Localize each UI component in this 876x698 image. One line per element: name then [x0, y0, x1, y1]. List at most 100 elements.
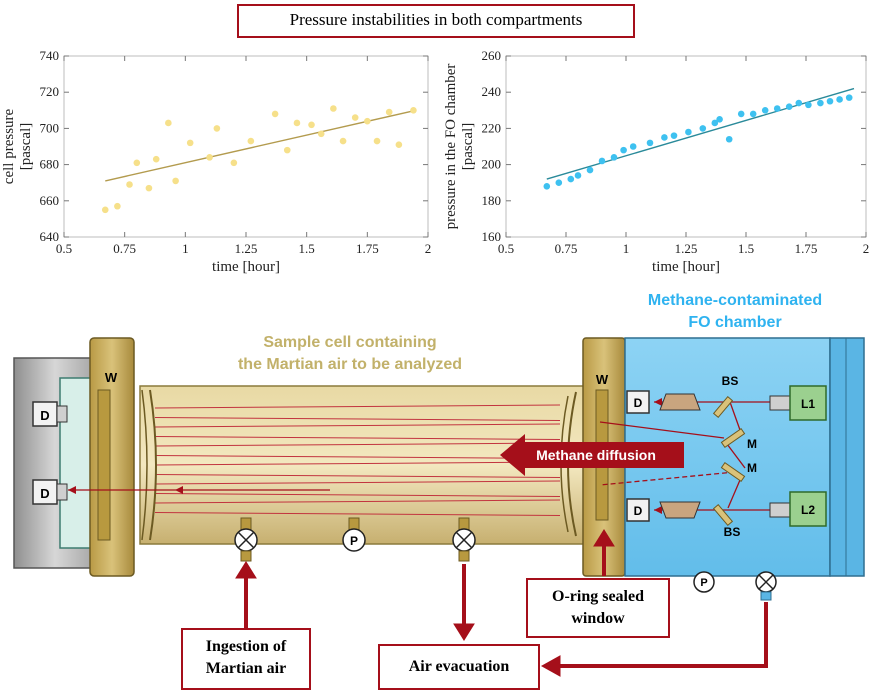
- data-point: [761, 107, 769, 114]
- y-axis-label-line1: pressure in the FO chamber: [443, 64, 459, 230]
- data-point: [271, 110, 279, 118]
- y-tick-label: 260: [482, 48, 502, 63]
- y-axis-label-line2: [pascal]: [18, 123, 34, 170]
- mirror-bottom-label: M: [747, 461, 757, 475]
- x-tick-label: 1.75: [795, 241, 818, 256]
- beam-pass: [154, 436, 561, 440]
- x-tick-label: 1: [182, 241, 189, 256]
- beamsplitter-bottom: [712, 503, 734, 527]
- fo-detector-bottom: D: [626, 498, 650, 522]
- y-tick-label: 220: [482, 120, 502, 135]
- x-axis-label: time [hour]: [212, 259, 280, 275]
- evacuation-valve: [452, 517, 476, 562]
- x-tick-label: 0.75: [555, 241, 578, 256]
- x-tick-label: 1.5: [299, 241, 315, 256]
- data-point: [685, 128, 692, 136]
- ingestion-label: Ingestion of Martian air: [181, 628, 311, 690]
- plot-frame: [63, 55, 429, 238]
- figure-title: Pressure instabilities in both compartme…: [237, 4, 635, 38]
- fo-chamber-end-cap: [829, 337, 865, 577]
- data-point: [385, 108, 393, 116]
- data-point: [339, 137, 347, 145]
- x-tick-label: 1.25: [235, 241, 258, 256]
- sample-cell-title-line2: the Martian air to be analyzed: [237, 356, 463, 373]
- right-window-label: W: [596, 372, 609, 387]
- left-window-label: W: [105, 370, 118, 385]
- data-point: [817, 99, 824, 107]
- data-point: [172, 177, 179, 185]
- oring-arrow: [593, 529, 615, 576]
- beam-pass: [154, 480, 561, 485]
- data-point: [661, 134, 668, 141]
- x-tick-label: 2: [863, 241, 870, 256]
- ingestion-arrow: [235, 561, 257, 628]
- y-tick-label: 640: [40, 229, 60, 244]
- beam-pass: [154, 512, 561, 516]
- data-point: [725, 135, 733, 143]
- beam-pass: [154, 461, 561, 466]
- data-point: [737, 110, 745, 118]
- data-point: [410, 107, 417, 114]
- multipass-beam-lines: [154, 404, 561, 516]
- y-tick-label: 240: [482, 84, 502, 99]
- data-point: [845, 94, 853, 101]
- x-tick-label: 1: [623, 241, 630, 256]
- laser-2: L2: [769, 491, 827, 527]
- sample-cell-title: Sample cell containing the Martian air t…: [200, 332, 500, 376]
- data-point: [114, 202, 121, 210]
- beamsplitter-top-label: BS: [722, 374, 739, 388]
- data-point: [247, 137, 255, 145]
- evacuation-arrow: [453, 564, 475, 641]
- fo-pump-label: P: [700, 577, 707, 589]
- data-point: [213, 125, 221, 132]
- data-point: [101, 206, 109, 214]
- mirror-bottom: [720, 461, 746, 483]
- data-point: [598, 157, 606, 165]
- fo-evacuation-arrow: [540, 602, 768, 677]
- oring-line2: window: [571, 610, 625, 627]
- data-point: [785, 103, 793, 110]
- fo-chamber-title-line2: FO chamber: [688, 314, 782, 331]
- data-point: [165, 119, 172, 127]
- y-tick-label: 740: [40, 48, 60, 63]
- x-tick-label: 0.5: [498, 241, 514, 256]
- data-point: [317, 130, 325, 138]
- ingestion-valve: [234, 517, 258, 562]
- beam-pass: [154, 474, 561, 478]
- data-point: [308, 121, 315, 129]
- y-tick-label: 680: [40, 157, 60, 172]
- y-axis-label-line2: [pascal]: [460, 123, 476, 170]
- y-axis-label-line1: cell pressure: [1, 108, 17, 184]
- data-point: [646, 139, 654, 147]
- data-point: [126, 181, 133, 188]
- fo-lens-bottom: [659, 501, 701, 519]
- left-mirror-curve: [149, 389, 157, 541]
- fo-detector-top: D: [626, 390, 650, 414]
- mirror-top-label: M: [747, 437, 757, 451]
- y-tick-label: 660: [40, 193, 60, 208]
- x-tick-label: 0.5: [56, 241, 72, 256]
- data-point: [699, 125, 707, 132]
- left-detector-top-label: D: [40, 408, 49, 423]
- data-point: [749, 110, 757, 118]
- beam-pass: [154, 493, 561, 497]
- trend-line: [546, 87, 855, 180]
- fo-evacuation-valve: [755, 571, 777, 601]
- data-point: [293, 119, 301, 127]
- data-point: [670, 132, 678, 139]
- data-point: [620, 146, 627, 154]
- left-detector-bottom-label: D: [40, 486, 49, 501]
- beamsplitter-bottom-label: BS: [724, 525, 741, 539]
- mirror-top: [720, 427, 746, 449]
- laser-2-label: L2: [801, 503, 815, 517]
- fo-chamber-title: Methane-contaminated FO chamber: [610, 290, 860, 334]
- laser-1-label: L1: [801, 397, 815, 411]
- air-evacuation-label: Air evacuation: [378, 644, 540, 690]
- y-tick-label: 200: [482, 157, 502, 172]
- fo-lens-top: [659, 393, 701, 411]
- x-tick-label: 1.25: [675, 241, 698, 256]
- fo-chamber-title-line1: Methane-contaminated: [647, 292, 823, 309]
